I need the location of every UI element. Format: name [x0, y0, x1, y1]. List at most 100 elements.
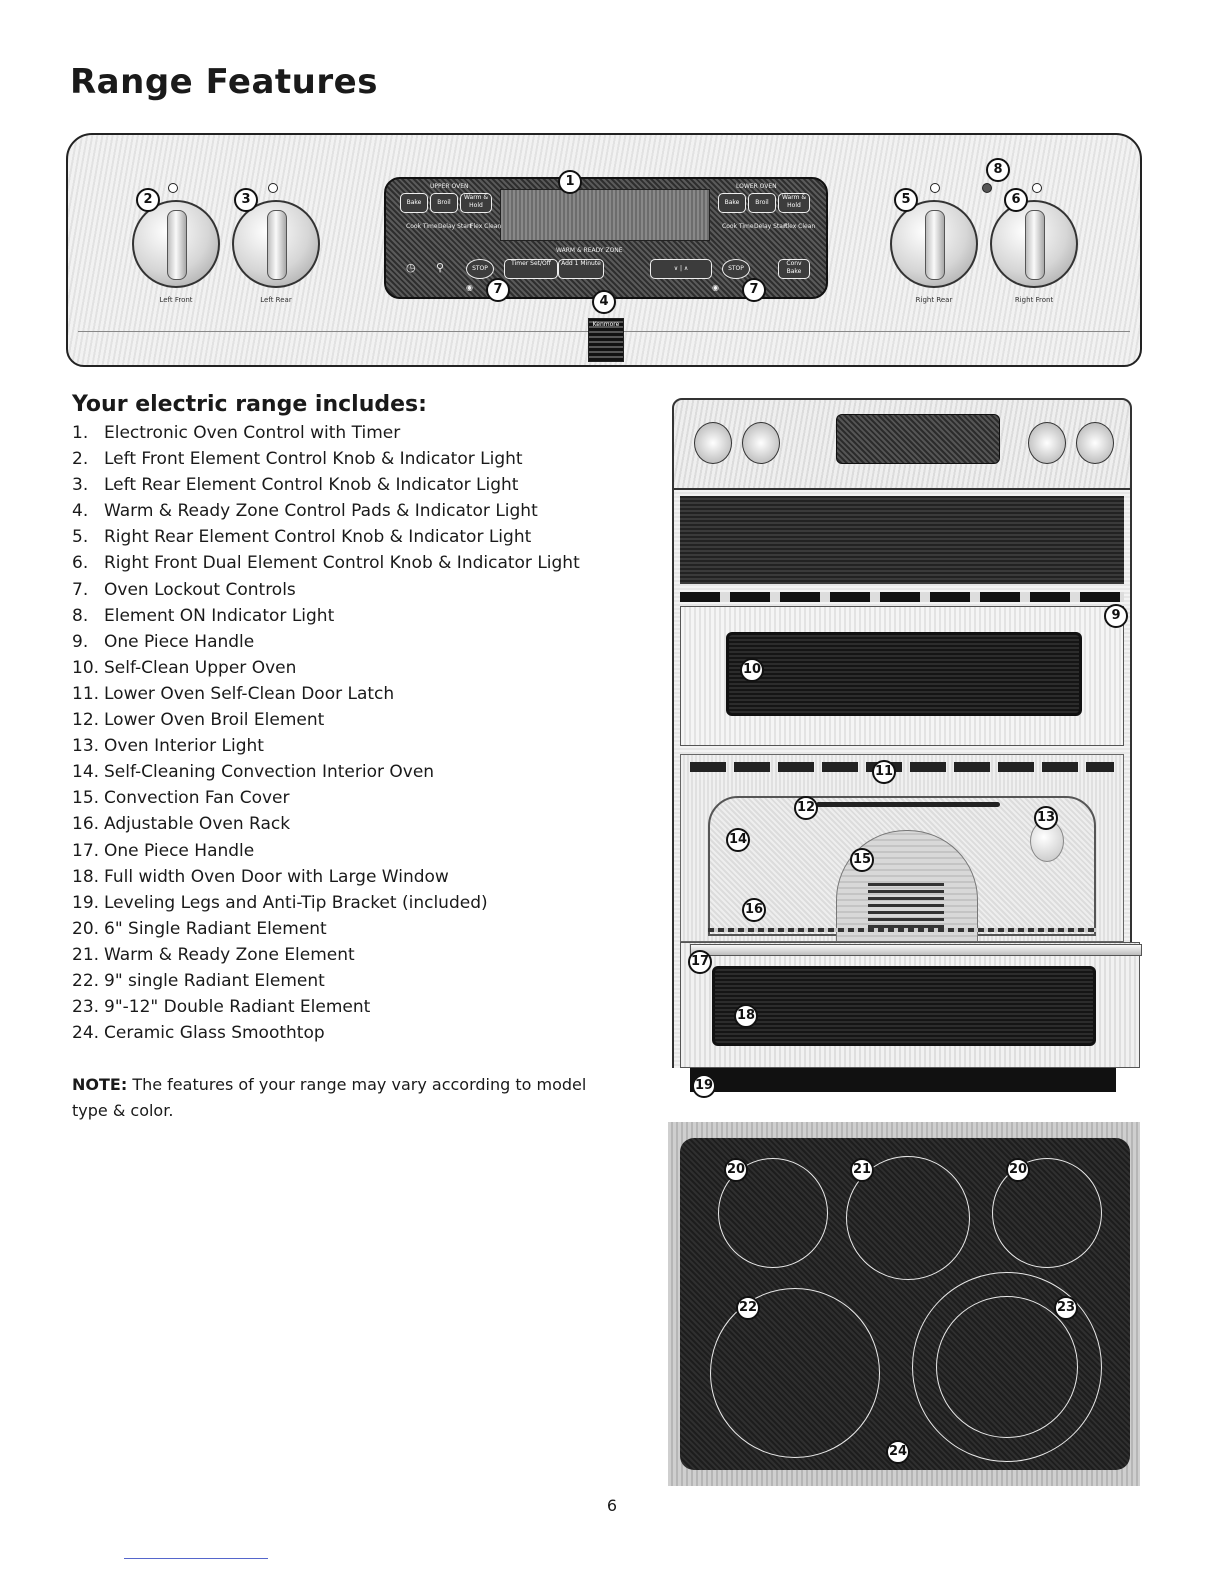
list-item: 23.9"-12" Double Radiant Element [72, 997, 371, 1018]
list-item: 11.Lower Oven Self-Clean Door Latch [72, 683, 395, 704]
callout-18: 18 [734, 1004, 758, 1028]
right-rear-indicator-light [930, 183, 940, 193]
lower-bake-pad: Bake [718, 193, 746, 213]
callout-20-left: 20 [724, 1158, 748, 1182]
list-item: 6.Right Front Dual Element Control Knob … [72, 553, 580, 574]
page-number: 6 [606, 1496, 618, 1515]
list-item: 20.6" Single Radiant Element [72, 918, 327, 939]
callout-2: 2 [136, 188, 160, 212]
callout-7-upper: 7 [486, 278, 510, 302]
right-front-label: Right Front [1014, 296, 1054, 304]
brand-label: Kenmore [592, 321, 620, 328]
list-item: 22.9" single Radiant Element [72, 970, 325, 991]
list-item: 8.Element ON Indicator Light [72, 605, 335, 626]
list-item: 24.Ceramic Glass Smoothtop [72, 1023, 325, 1044]
left-front-knob [132, 200, 220, 288]
element-on-indicator-light [982, 183, 992, 193]
callout-17: 17 [688, 950, 712, 974]
callout-15: 15 [850, 848, 874, 872]
callout-6: 6 [1004, 188, 1028, 212]
left-front-label: Left Front [159, 296, 193, 304]
callout-16: 16 [742, 898, 766, 922]
callout-4: 4 [592, 290, 616, 314]
range-base [690, 1068, 1116, 1092]
mini-knob-right-front [1076, 422, 1114, 464]
lower-cook-time-label: Cook Time [722, 223, 754, 230]
right-front-knob [990, 200, 1078, 288]
list-item: 2.Left Front Element Control Knob & Indi… [72, 449, 523, 470]
list-item: 18.Full width Oven Door with Large Windo… [72, 866, 449, 887]
note-label: NOTE: [72, 1075, 128, 1094]
timer-pad: Timer Set/Off [504, 259, 558, 279]
callout-5: 5 [894, 188, 918, 212]
range-control-panel-mini [672, 398, 1132, 490]
upper-broil-pad: Broil [430, 193, 458, 213]
right-rear-label: Right Rear [915, 296, 953, 304]
list-item: 7.Oven Lockout Controls [72, 579, 296, 600]
upper-stop-pad: STOP [466, 259, 494, 279]
note-text: The features of your range may vary acco… [72, 1075, 587, 1120]
callout-8: 8 [986, 158, 1010, 182]
upper-door-glass-top [680, 496, 1124, 584]
list-item: 19.Leveling Legs and Anti-Tip Bracket (i… [72, 892, 488, 913]
callout-23: 23 [1054, 1296, 1078, 1320]
clock-icon: ◷ [406, 261, 416, 274]
upper-warm-hold-pad: Warm & Hold [460, 193, 492, 213]
warm-zone-element [846, 1156, 970, 1280]
upper-lock-icon: ◉ [466, 283, 473, 292]
lower-broil-pad: Broil [748, 193, 776, 213]
right-rear-knob [890, 200, 978, 288]
lower-oven-label: LOWER OVEN [736, 183, 777, 190]
callout-11: 11 [872, 760, 896, 784]
lower-oven-window [712, 966, 1096, 1046]
callout-1: 1 [558, 170, 582, 194]
callout-19: 19 [692, 1074, 716, 1098]
left-rear-element [718, 1158, 828, 1268]
list-item: 4.Warm & Ready Zone Control Pads & Indic… [72, 501, 538, 522]
upper-oven-label: UPPER OVEN [430, 183, 469, 190]
upper-oven-window [726, 632, 1082, 716]
list-item: 9.One Piece Handle [72, 631, 255, 652]
list-heading: Your electric range includes: [72, 392, 427, 417]
lower-stop-pad: STOP [722, 259, 750, 279]
page-title: Range Features [70, 62, 378, 102]
list-item: 12.Lower Oven Broil Element [72, 710, 325, 731]
callout-22: 22 [736, 1296, 760, 1320]
left-rear-label: Left Rear [260, 296, 292, 304]
left-front-element [710, 1288, 880, 1458]
list-item: 14.Self-Cleaning Convection Interior Ove… [72, 762, 435, 783]
callout-9: 9 [1104, 604, 1128, 628]
lower-handle [690, 944, 1142, 956]
upper-handle [680, 592, 1124, 602]
lower-delay-start-label: Delay Start [754, 223, 788, 230]
mini-knob-left-front [694, 422, 732, 464]
list-item: 17.One Piece Handle [72, 840, 255, 861]
left-rear-indicator-light [268, 183, 278, 193]
left-rear-knob [232, 200, 320, 288]
upper-bake-pad: Bake [400, 193, 428, 213]
upper-flex-clean-label: Flex Clean [470, 223, 502, 230]
list-item: 1.Electronic Oven Control with Timer [72, 423, 401, 443]
mini-oven-control [836, 414, 1000, 464]
oven-rack [708, 928, 1096, 932]
right-front-outer-element [912, 1272, 1102, 1462]
list-item: 15.Convection Fan Cover [72, 788, 290, 809]
conv-bake-pad: Conv Bake [778, 259, 810, 279]
up-down-arrows-pad: ∨ | ∧ [650, 259, 712, 279]
list-item: 21.Warm & Ready Zone Element [72, 944, 355, 965]
mini-knob-right-rear [1028, 422, 1066, 464]
footer-rule [124, 1558, 268, 1559]
callout-12: 12 [794, 796, 818, 820]
right-rear-element [992, 1158, 1102, 1268]
list-item: 5.Right Rear Element Control Knob & Indi… [72, 527, 532, 548]
lower-lock-icon: ◉ [712, 283, 719, 292]
callout-13: 13 [1034, 806, 1058, 830]
note: NOTE: The features of your range may var… [72, 1072, 592, 1124]
callout-24: 24 [886, 1440, 910, 1464]
right-front-indicator-light [1032, 183, 1042, 193]
left-front-indicator-light [168, 183, 178, 193]
light-bulb-icon: ⚲ [436, 261, 445, 274]
list-item: 16.Adjustable Oven Rack [72, 814, 291, 835]
callout-20-right: 20 [1006, 1158, 1030, 1182]
callout-3: 3 [234, 188, 258, 212]
